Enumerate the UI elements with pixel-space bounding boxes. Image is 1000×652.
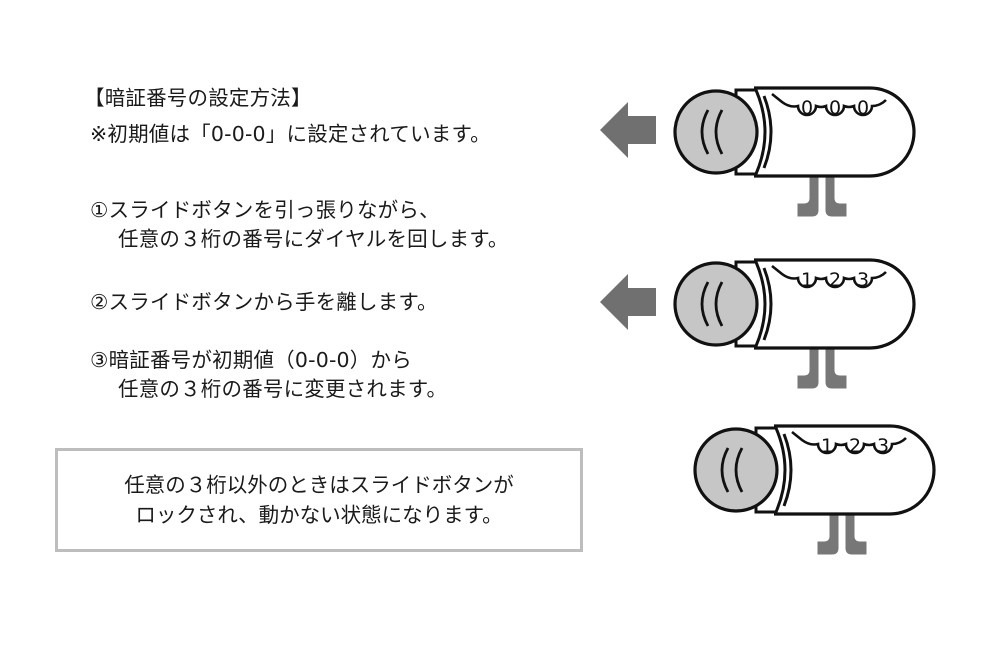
arrow-left-icon-1 bbox=[600, 102, 656, 158]
warning-line-2: ロックされ、動かない状態になります。 bbox=[135, 503, 503, 527]
lock-2-digit-2: 2 bbox=[829, 269, 841, 291]
lock-3-digit-2: 2 bbox=[849, 435, 861, 457]
step-1-line-1: ①スライドボタンを引っ張りながら、 bbox=[90, 198, 440, 222]
lock-3-digit-3: 3 bbox=[877, 435, 889, 457]
lock-3-digit-1: 1 bbox=[821, 435, 833, 457]
step-2-line-1: ②スライドボタンから手を離します。 bbox=[90, 290, 438, 314]
step-3-line-2: 任意の３桁の番号に変更されます。 bbox=[118, 377, 448, 401]
lock-1-digit-3: 0 bbox=[857, 97, 869, 119]
arrow-left-icon-2 bbox=[600, 274, 656, 330]
lock-2-digit-1: 1 bbox=[801, 269, 813, 291]
lock-3: 1 2 3 bbox=[693, 424, 936, 556]
initial-note: ※初期値は「0-0-0」に設定されています。 bbox=[90, 122, 491, 146]
step-1-line-2: 任意の３桁の番号にダイヤルを回します。 bbox=[118, 227, 509, 251]
lock-2-digit-3: 3 bbox=[857, 269, 869, 291]
heading: 【暗証番号の設定方法】 bbox=[84, 86, 312, 110]
lock-1-digit-2: 0 bbox=[829, 97, 841, 119]
step-3-line-1: ③暗証番号が初期値（0-0-0）から bbox=[90, 348, 412, 372]
lock-warning-box: 任意の３桁以外のときはスライドボタンが ロックされ、動かない状態になります。 bbox=[55, 448, 583, 552]
lock-2: 1 2 3 bbox=[673, 258, 916, 390]
lock-1: 0 0 0 bbox=[673, 86, 916, 218]
warning-line-1: 任意の３桁以外のときはスライドボタンが bbox=[124, 473, 514, 497]
lock-1-digit-1: 0 bbox=[801, 97, 813, 119]
